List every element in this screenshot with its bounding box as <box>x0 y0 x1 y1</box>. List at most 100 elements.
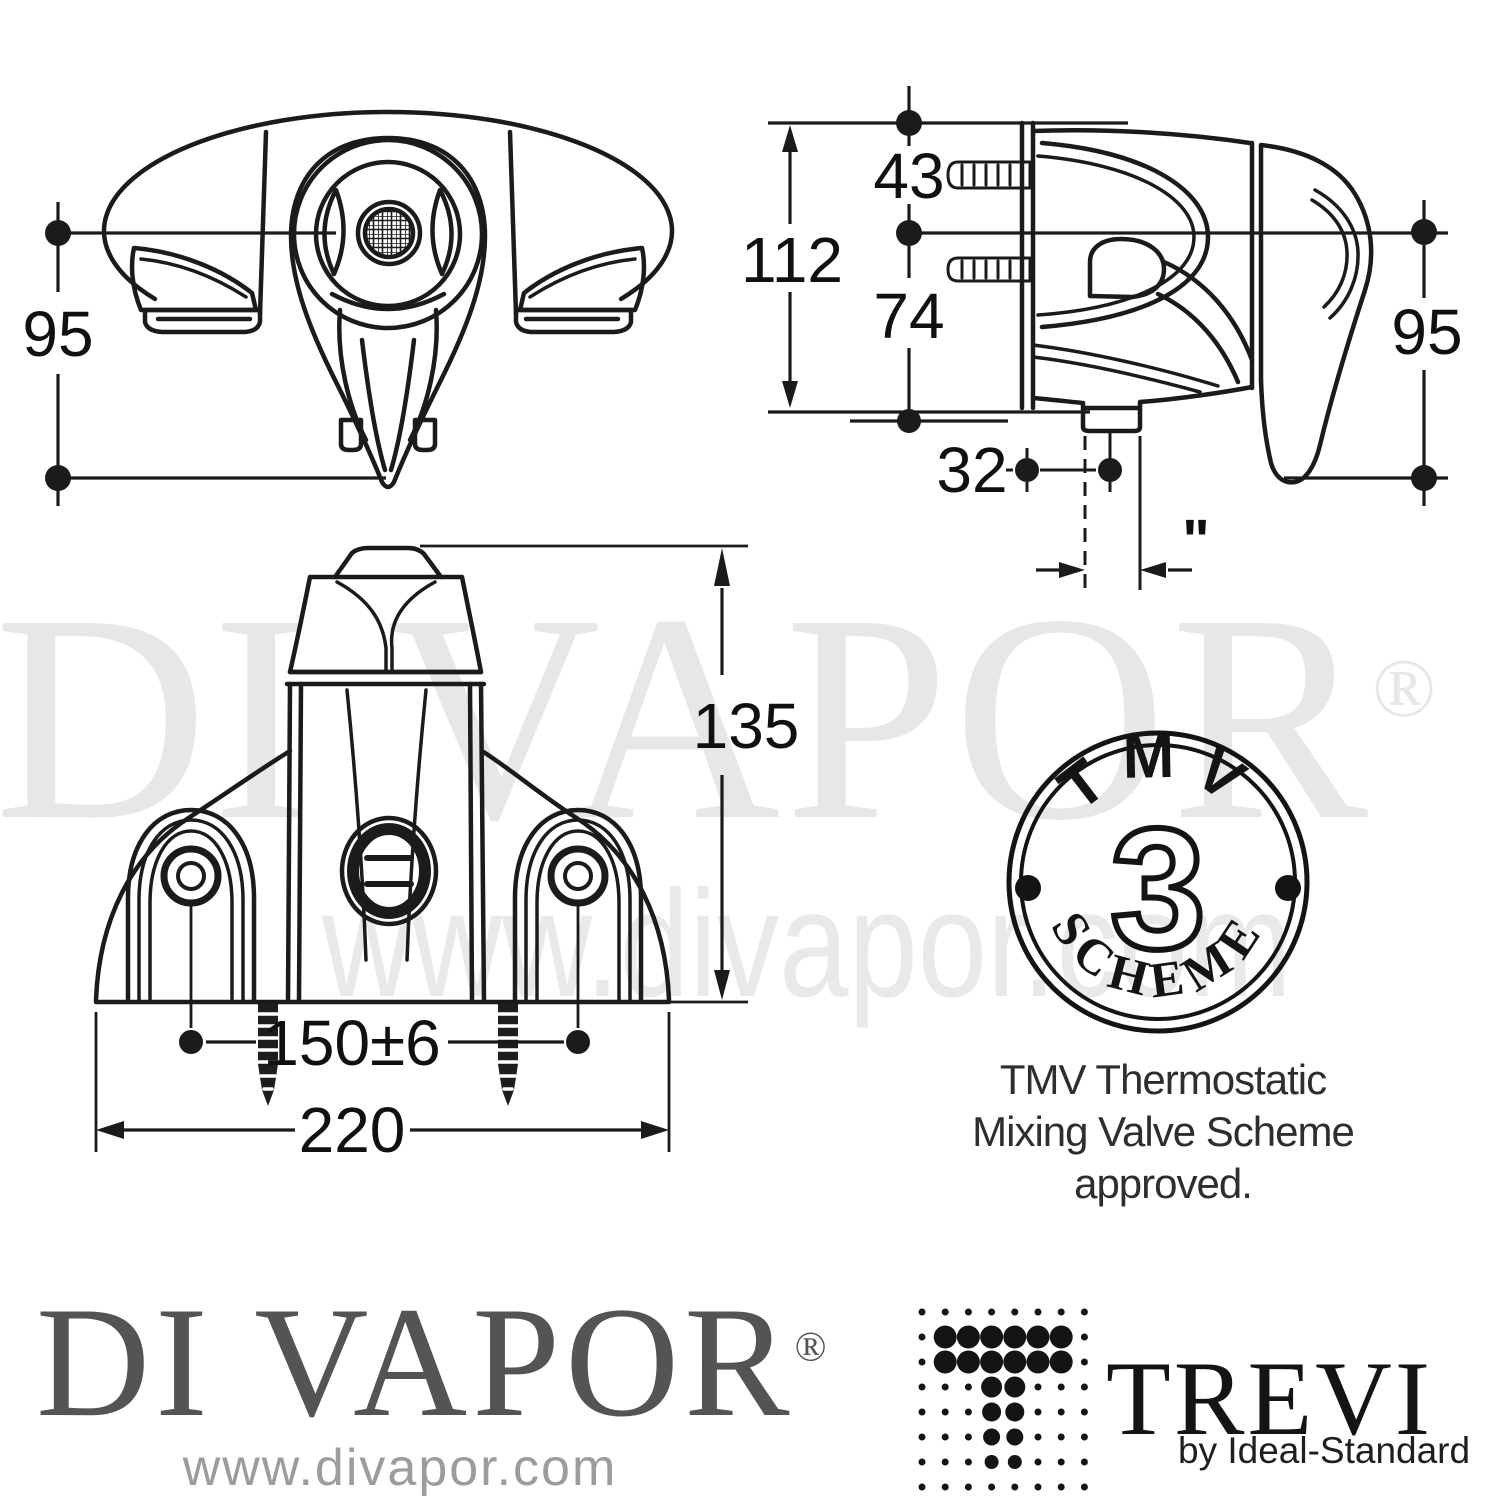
front-ring-lower-arc <box>329 291 447 312</box>
side-overall-height-label: 112 <box>741 224 843 296</box>
trevi-dot <box>1057 1308 1065 1316</box>
trevi-dot <box>1057 1383 1065 1391</box>
trevi-dot <box>1080 1308 1088 1316</box>
divapor-registered-icon: ® <box>794 1324 827 1371</box>
side-cap-joint <box>1249 140 1264 391</box>
trevi-dot <box>1034 1483 1042 1491</box>
front-backplate-ellipse <box>101 109 675 302</box>
trevi-dot <box>1057 1433 1065 1441</box>
front-view-drawing <box>101 109 675 490</box>
side-outlet-offset-label: 32 <box>936 434 1007 506</box>
trevi-dot <box>941 1408 949 1416</box>
badge-caption-line2: Mixing Valve Scheme <box>972 1108 1354 1155</box>
trevi-dot <box>1006 1428 1024 1446</box>
top-arch-right-3 <box>535 829 621 1002</box>
front-dimension-95: 95 <box>22 202 386 506</box>
trevi-dot <box>1034 1383 1042 1391</box>
tmv3-badge: TMV 3 SCHEME TMV Thermostatic Mixing Val… <box>972 722 1355 1207</box>
trevi-byline: by Ideal-Standard <box>1178 1430 1471 1471</box>
top-screw-right-thread <box>493 1012 523 1091</box>
top-fixing-centres-label: 150±6 <box>263 1007 441 1079</box>
trevi-dot <box>964 1483 972 1491</box>
front-center-knurl <box>362 206 416 260</box>
trevi-dot <box>1080 1408 1088 1416</box>
registered-mark-icon: ® <box>1372 642 1436 736</box>
front-housing-section-lines <box>257 129 519 317</box>
trevi-dot <box>918 1483 926 1491</box>
front-handle-left-foot <box>142 307 263 335</box>
trevi-dot <box>918 1333 926 1341</box>
top-arch-right-2 <box>524 818 632 1002</box>
trevi-dot <box>941 1383 949 1391</box>
divapor-logo: DI VAPOR® <box>36 1284 826 1442</box>
trevi-dot <box>1026 1325 1050 1349</box>
trevi-dot <box>1034 1433 1042 1441</box>
trevi-dot <box>1080 1483 1088 1491</box>
side-body-curve-inner <box>1036 154 1196 317</box>
side-lever-tail <box>1155 259 1255 385</box>
front-lever-tabs <box>338 417 438 453</box>
front-center-boss <box>355 199 423 267</box>
front-handle-left-detail <box>139 257 248 299</box>
trevi-dot <box>941 1458 949 1466</box>
top-dome-left <box>93 748 293 1003</box>
trevi-dot <box>918 1458 926 1466</box>
top-hole-left-inner <box>176 861 206 891</box>
front-lens-right <box>430 187 454 277</box>
trevi-dot <box>1003 1350 1027 1374</box>
trevi-dot <box>982 1402 1002 1422</box>
side-outlet <box>1030 384 1255 434</box>
brand-watermark-text: DI VAPOR <box>0 554 1373 882</box>
top-dimensions: 150±6 220 135 <box>94 544 799 1166</box>
front-handle-right-detail <box>528 257 637 299</box>
trevi-dot <box>1080 1358 1088 1366</box>
side-dimensions: 112 43 74 32 " 95 <box>741 86 1463 590</box>
divapor-website: www.divapor.com <box>182 1439 618 1497</box>
trevi-dot <box>918 1433 926 1441</box>
trevi-logo: TREVI <box>1106 1340 1434 1457</box>
top-neck-sides <box>285 681 487 1003</box>
front-handle-right-foot <box>513 307 634 335</box>
trevi-dot <box>1034 1308 1042 1316</box>
trevi-dot <box>933 1350 957 1374</box>
top-center-boss-ring <box>347 823 431 919</box>
side-inlet-bottom-label: 74 <box>873 280 944 352</box>
trevi-dot <box>983 1428 1001 1446</box>
trevi-dot <box>988 1483 996 1491</box>
trevi-dot-mark <box>918 1308 1088 1491</box>
side-lever-grip <box>1087 236 1167 300</box>
trevi-dot <box>964 1383 972 1391</box>
trevi-dot <box>1004 1376 1026 1398</box>
top-hole-right <box>547 845 609 907</box>
side-inlet-stud-bottom <box>946 256 1032 283</box>
trevi-dot <box>1034 1408 1042 1416</box>
trevi-dot <box>1057 1408 1065 1416</box>
trevi-dot <box>964 1458 972 1466</box>
top-hole-right-inner <box>563 861 593 891</box>
top-knob-funnel <box>335 580 437 672</box>
trevi-dot <box>1080 1383 1088 1391</box>
trevi-dot <box>918 1408 926 1416</box>
trevi-dot <box>981 1376 1003 1398</box>
top-arch-right-1 <box>512 807 644 1003</box>
side-inlet-top-label: 43 <box>873 140 944 212</box>
top-hole-left <box>160 845 222 907</box>
side-view-drawing <box>946 120 1374 485</box>
trevi-dot <box>1003 1325 1027 1349</box>
divapor-logo-text: DI VAPOR <box>36 1275 795 1450</box>
trevi-dot <box>1080 1433 1088 1441</box>
trevi-dot <box>1049 1325 1073 1349</box>
trevi-dot <box>964 1308 972 1316</box>
top-center-boss-outer <box>339 815 439 927</box>
brand-watermark: DI VAPOR® <box>0 570 1436 866</box>
side-body-curve-outer <box>1039 140 1211 330</box>
trevi-dot <box>956 1325 980 1349</box>
top-screw-right <box>498 1004 518 1106</box>
front-height-label: 95 <box>22 298 93 370</box>
top-knob-band <box>284 669 487 687</box>
trevi-dot <box>988 1308 996 1316</box>
front-handle-right <box>517 245 647 313</box>
front-handle-left <box>129 245 259 313</box>
